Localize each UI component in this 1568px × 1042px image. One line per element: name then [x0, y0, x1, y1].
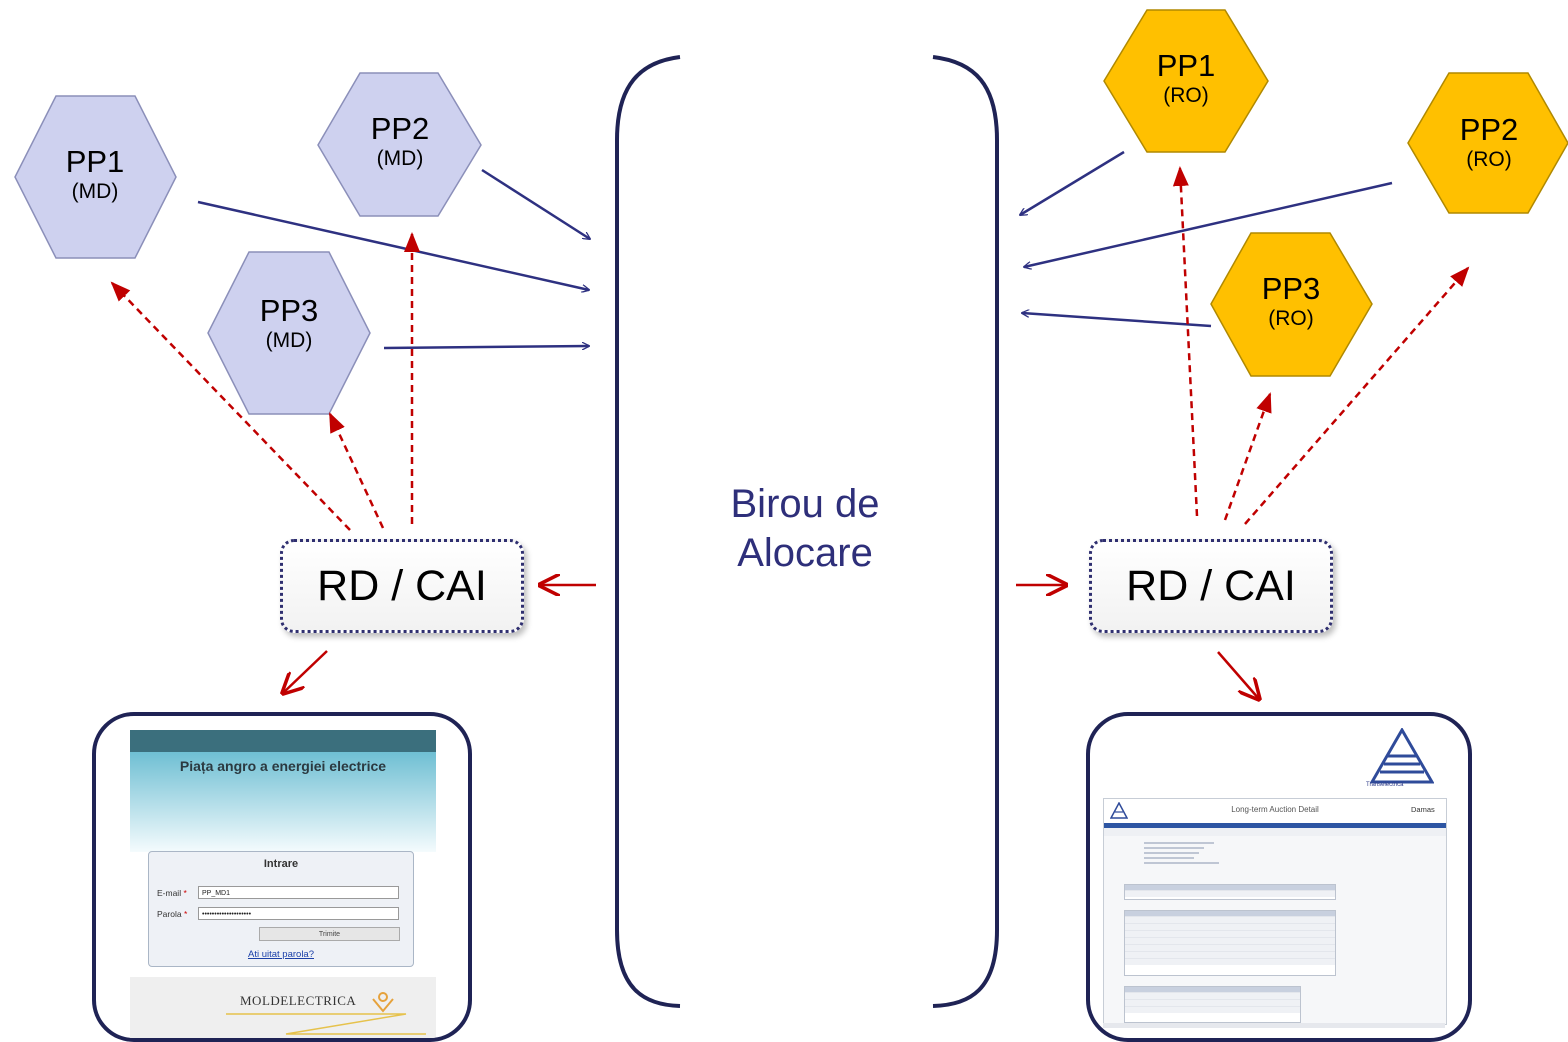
hexagon-pp2-ro [1407, 72, 1568, 214]
node-name: PP3 [1261, 271, 1321, 306]
arrow-rd-left-to-md-screen [283, 650, 328, 693]
hexagon-pp2-md [317, 72, 482, 217]
node-country: (MD) [265, 329, 313, 352]
rd-cai-box-right: RD / CAI [1089, 539, 1333, 633]
node-name: PP2 [1459, 112, 1519, 147]
ro-detail-line [1144, 852, 1199, 854]
left-bracket [615, 55, 681, 1008]
md-forgot-password-link[interactable]: Ati uitat parola? [247, 949, 314, 960]
right-bracket [932, 55, 999, 1008]
ro-toolbar [1104, 828, 1446, 836]
node-country: (RO) [1466, 148, 1512, 171]
node-country: (MD) [376, 147, 424, 170]
hexagon-pp1-ro [1103, 9, 1269, 153]
allocation-office-label: Birou de Alocare [660, 480, 950, 578]
node-name: PP1 [1156, 48, 1216, 83]
arrow-pp1-md-to-center [197, 200, 589, 290]
damas-brand: Damas [1411, 805, 1435, 814]
node-pp1-ro: PP1 (RO) [1116, 49, 1256, 109]
rd-cai-box-left: RD / CAI [280, 539, 524, 633]
arrow-pp2-md-to-center [481, 168, 590, 239]
md-login-heading: Intrare [263, 858, 299, 870]
md-password-field[interactable]: •••••••••••••••••••• [198, 907, 399, 920]
md-login-form: Intrare E-mail * PP_MD1 Parola * •••••••… [148, 851, 414, 967]
md-header-gradient [130, 752, 436, 852]
node-pp2-md: PP2 (MD) [330, 112, 470, 172]
dashed-arrow-to-pp2-ro [1244, 266, 1470, 525]
ro-detail-line [1144, 862, 1219, 864]
md-password-label: Parola * [157, 909, 187, 919]
hexagon-pp3-ro [1210, 232, 1373, 377]
ro-content [1104, 836, 1446, 1024]
ro-nav-bar [1104, 823, 1446, 828]
ro-window-title: Long-term Auction Detail [1231, 805, 1319, 814]
moldelectrica-logo-icon [372, 992, 394, 1013]
md-submit-button[interactable]: Trimite [259, 927, 400, 941]
ro-detail-line [1144, 847, 1204, 849]
ro-product-table [1124, 884, 1336, 900]
ro-config-table [1124, 986, 1301, 1023]
node-name: PP1 [65, 144, 125, 179]
ro-detail-line [1144, 857, 1194, 859]
node-pp1-md: PP1 (MD) [25, 145, 165, 205]
hexagon-pp1-md [14, 95, 177, 259]
arrow-rd-right-to-ro-screen [1217, 651, 1259, 699]
md-email-label: E-mail * [157, 888, 187, 898]
moldelectrica-logo: MOLDELECTRICA [240, 993, 357, 1008]
md-required-mark: * [183, 888, 187, 898]
transelectrica-logo [1370, 728, 1434, 784]
arrow-pp1-ro-to-center [1020, 150, 1125, 215]
ro-app-logo-icon [1110, 802, 1128, 819]
md-email-field[interactable]: PP_MD1 [198, 886, 399, 899]
node-country: (RO) [1268, 307, 1314, 330]
dashed-arrow-to-pp1-md [110, 281, 351, 531]
node-name: PP2 [370, 111, 430, 146]
ro-process-table [1124, 910, 1336, 976]
hexagon-pp3-md [207, 251, 371, 415]
dashed-arrow-to-pp1-ro [1172, 166, 1199, 517]
ro-auction-screenshot: Transelectrica Long-term Auction Detail … [1086, 712, 1472, 1042]
node-pp3-md: PP3 (MD) [219, 294, 359, 354]
md-required-mark: * [183, 909, 188, 919]
ro-window-footer [1103, 1023, 1445, 1028]
arrow-pp3-ro-to-center [1022, 313, 1212, 328]
md-email-label-text: E-mail [157, 888, 182, 898]
ro-auction-window: Long-term Auction Detail Damas [1103, 798, 1447, 1025]
node-country: (RO) [1163, 84, 1209, 107]
md-password-label-text: Parola [157, 909, 182, 919]
arrow-pp2-ro-to-center [1024, 181, 1393, 267]
node-country: (MD) [71, 180, 119, 203]
node-name: PP3 [259, 293, 319, 328]
node-pp3-ro: PP3 (RO) [1221, 272, 1361, 332]
ro-window-header: Long-term Auction Detail Damas [1104, 799, 1446, 823]
md-login-screenshot: Piața angro a energiei electrice Intrare… [92, 712, 472, 1042]
md-header-bar [130, 730, 436, 752]
dashed-arrow-to-pp3-ro [1223, 392, 1272, 521]
arrow-pp3-md-to-center [383, 346, 589, 348]
allocation-office-line1: Birou de [730, 482, 880, 526]
md-page-title: Piața angro a energiei electrice [179, 758, 387, 774]
dashed-arrow-to-pp3-md [328, 412, 385, 529]
node-pp2-ro: PP2 (RO) [1419, 113, 1559, 173]
ro-detail-line [1144, 842, 1214, 844]
transelectrica-caption: Transelectrica [1366, 782, 1404, 788]
moldelectrica-logo-swoosh [226, 1013, 426, 1035]
allocation-office-line2: Alocare [737, 531, 873, 575]
